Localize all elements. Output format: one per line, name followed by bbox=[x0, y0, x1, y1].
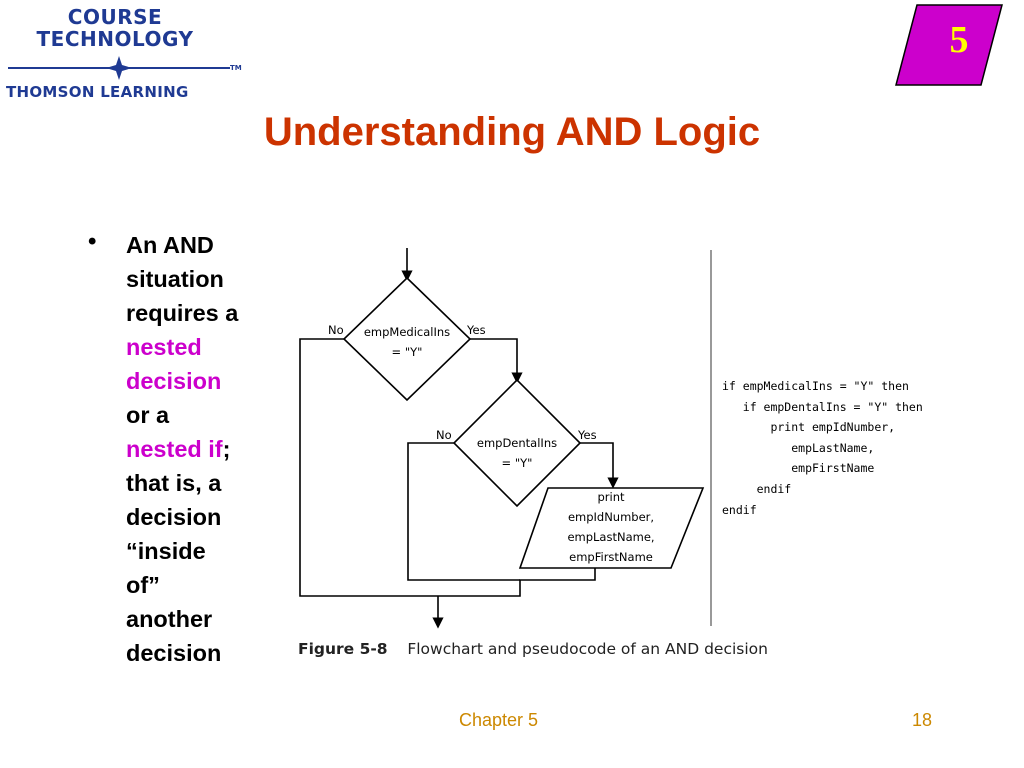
pseudocode-line: if empMedicalIns = "Y" then bbox=[722, 379, 909, 393]
decision-emp-dental-ins bbox=[452, 378, 582, 508]
decision2-yes-path bbox=[580, 442, 619, 489]
logo-wordmark: COURSE TECHNOLOGY bbox=[0, 6, 230, 50]
decision2-no-label: No bbox=[436, 428, 452, 442]
output-line-first: empFirstName bbox=[569, 550, 653, 564]
output-line-print: print bbox=[597, 490, 625, 504]
figure-caption-text: Flowchart and pseudocode of an AND decis… bbox=[407, 640, 768, 658]
decision2-value: = "Y" bbox=[502, 456, 533, 470]
chapter-badge bbox=[895, 4, 1003, 86]
highlight-nested-decision: nested bbox=[126, 334, 202, 360]
bullet-line: situation bbox=[126, 266, 224, 292]
print-output-box bbox=[518, 487, 705, 569]
bullet-line: of” bbox=[126, 572, 160, 598]
pseudocode-line: if empDentalIns = "Y" then bbox=[722, 399, 923, 414]
bullet-line: that is, a bbox=[126, 470, 222, 496]
pseudocode-line: endif bbox=[722, 502, 757, 517]
decision-emp-medical-ins bbox=[342, 276, 472, 402]
logo-line-course: COURSE bbox=[67, 5, 163, 29]
pseudocode-line: print empIdNumber, bbox=[722, 420, 896, 435]
slide-title: Understanding AND Logic bbox=[263, 110, 761, 154]
output-line-id: empIdNumber, bbox=[568, 510, 654, 524]
decision2-label: empDentalIns bbox=[477, 436, 557, 450]
bullet-line: requires a bbox=[126, 300, 239, 326]
bullet-line: “inside bbox=[126, 538, 206, 564]
decision1-no-label: No bbox=[328, 323, 344, 337]
course-technology-logo: COURSE TECHNOLOGY TM THOMSON LEARNING bbox=[0, 0, 260, 110]
footer-page-number: 18 bbox=[912, 710, 933, 730]
decision2-yes-label: Yes bbox=[577, 428, 597, 442]
bullet-line: another bbox=[126, 606, 213, 632]
bullet-text: An AND situation requires a nested decis… bbox=[126, 228, 276, 670]
pseudocode-line: empFirstName bbox=[722, 461, 875, 476]
bullet-line: An AND bbox=[126, 232, 214, 258]
pseudocode-block: if empMedicalIns = "Y" then if empDental… bbox=[722, 376, 923, 520]
chapter-badge-number: 5 bbox=[949, 19, 969, 61]
decision1-label: empMedicalIns bbox=[364, 325, 450, 339]
logo-star-line-icon bbox=[8, 56, 230, 80]
decision1-no-path bbox=[299, 338, 438, 597]
bullet-dot: • bbox=[88, 228, 97, 255]
decision1-yes-label: Yes bbox=[466, 323, 486, 337]
highlight-nested-if: nested if bbox=[126, 436, 223, 462]
logo-line-thomson: THOMSON LEARNING bbox=[6, 83, 189, 101]
highlight-nested-decision: decision bbox=[126, 368, 222, 394]
bullet-semicolon: ; bbox=[222, 436, 231, 462]
logo-line-technology: TECHNOLOGY bbox=[36, 27, 194, 51]
pseudocode-line: empLastName, bbox=[722, 440, 875, 455]
footer-chapter: Chapter 5 bbox=[459, 710, 539, 730]
bullet-line: decision bbox=[126, 640, 222, 666]
figure-number: Figure 5-8 bbox=[298, 640, 388, 658]
pseudocode-line: endif bbox=[722, 481, 792, 496]
output-merge-path bbox=[438, 568, 596, 597]
decision2-no-path bbox=[407, 442, 520, 581]
and-logic-flowchart: empMedicalIns = "Y" No Yes empDentalIns … bbox=[299, 248, 712, 629]
figure-caption: Figure 5-8 Flowchart and pseudocode of a… bbox=[298, 640, 768, 658]
output-line-last: empLastName, bbox=[567, 530, 654, 544]
trademark: TM bbox=[230, 64, 242, 72]
bullet-line: decision bbox=[126, 504, 222, 530]
decision1-yes-path bbox=[470, 338, 523, 384]
bullet-line: or a bbox=[126, 402, 170, 428]
decision1-value: = "Y" bbox=[392, 345, 423, 359]
